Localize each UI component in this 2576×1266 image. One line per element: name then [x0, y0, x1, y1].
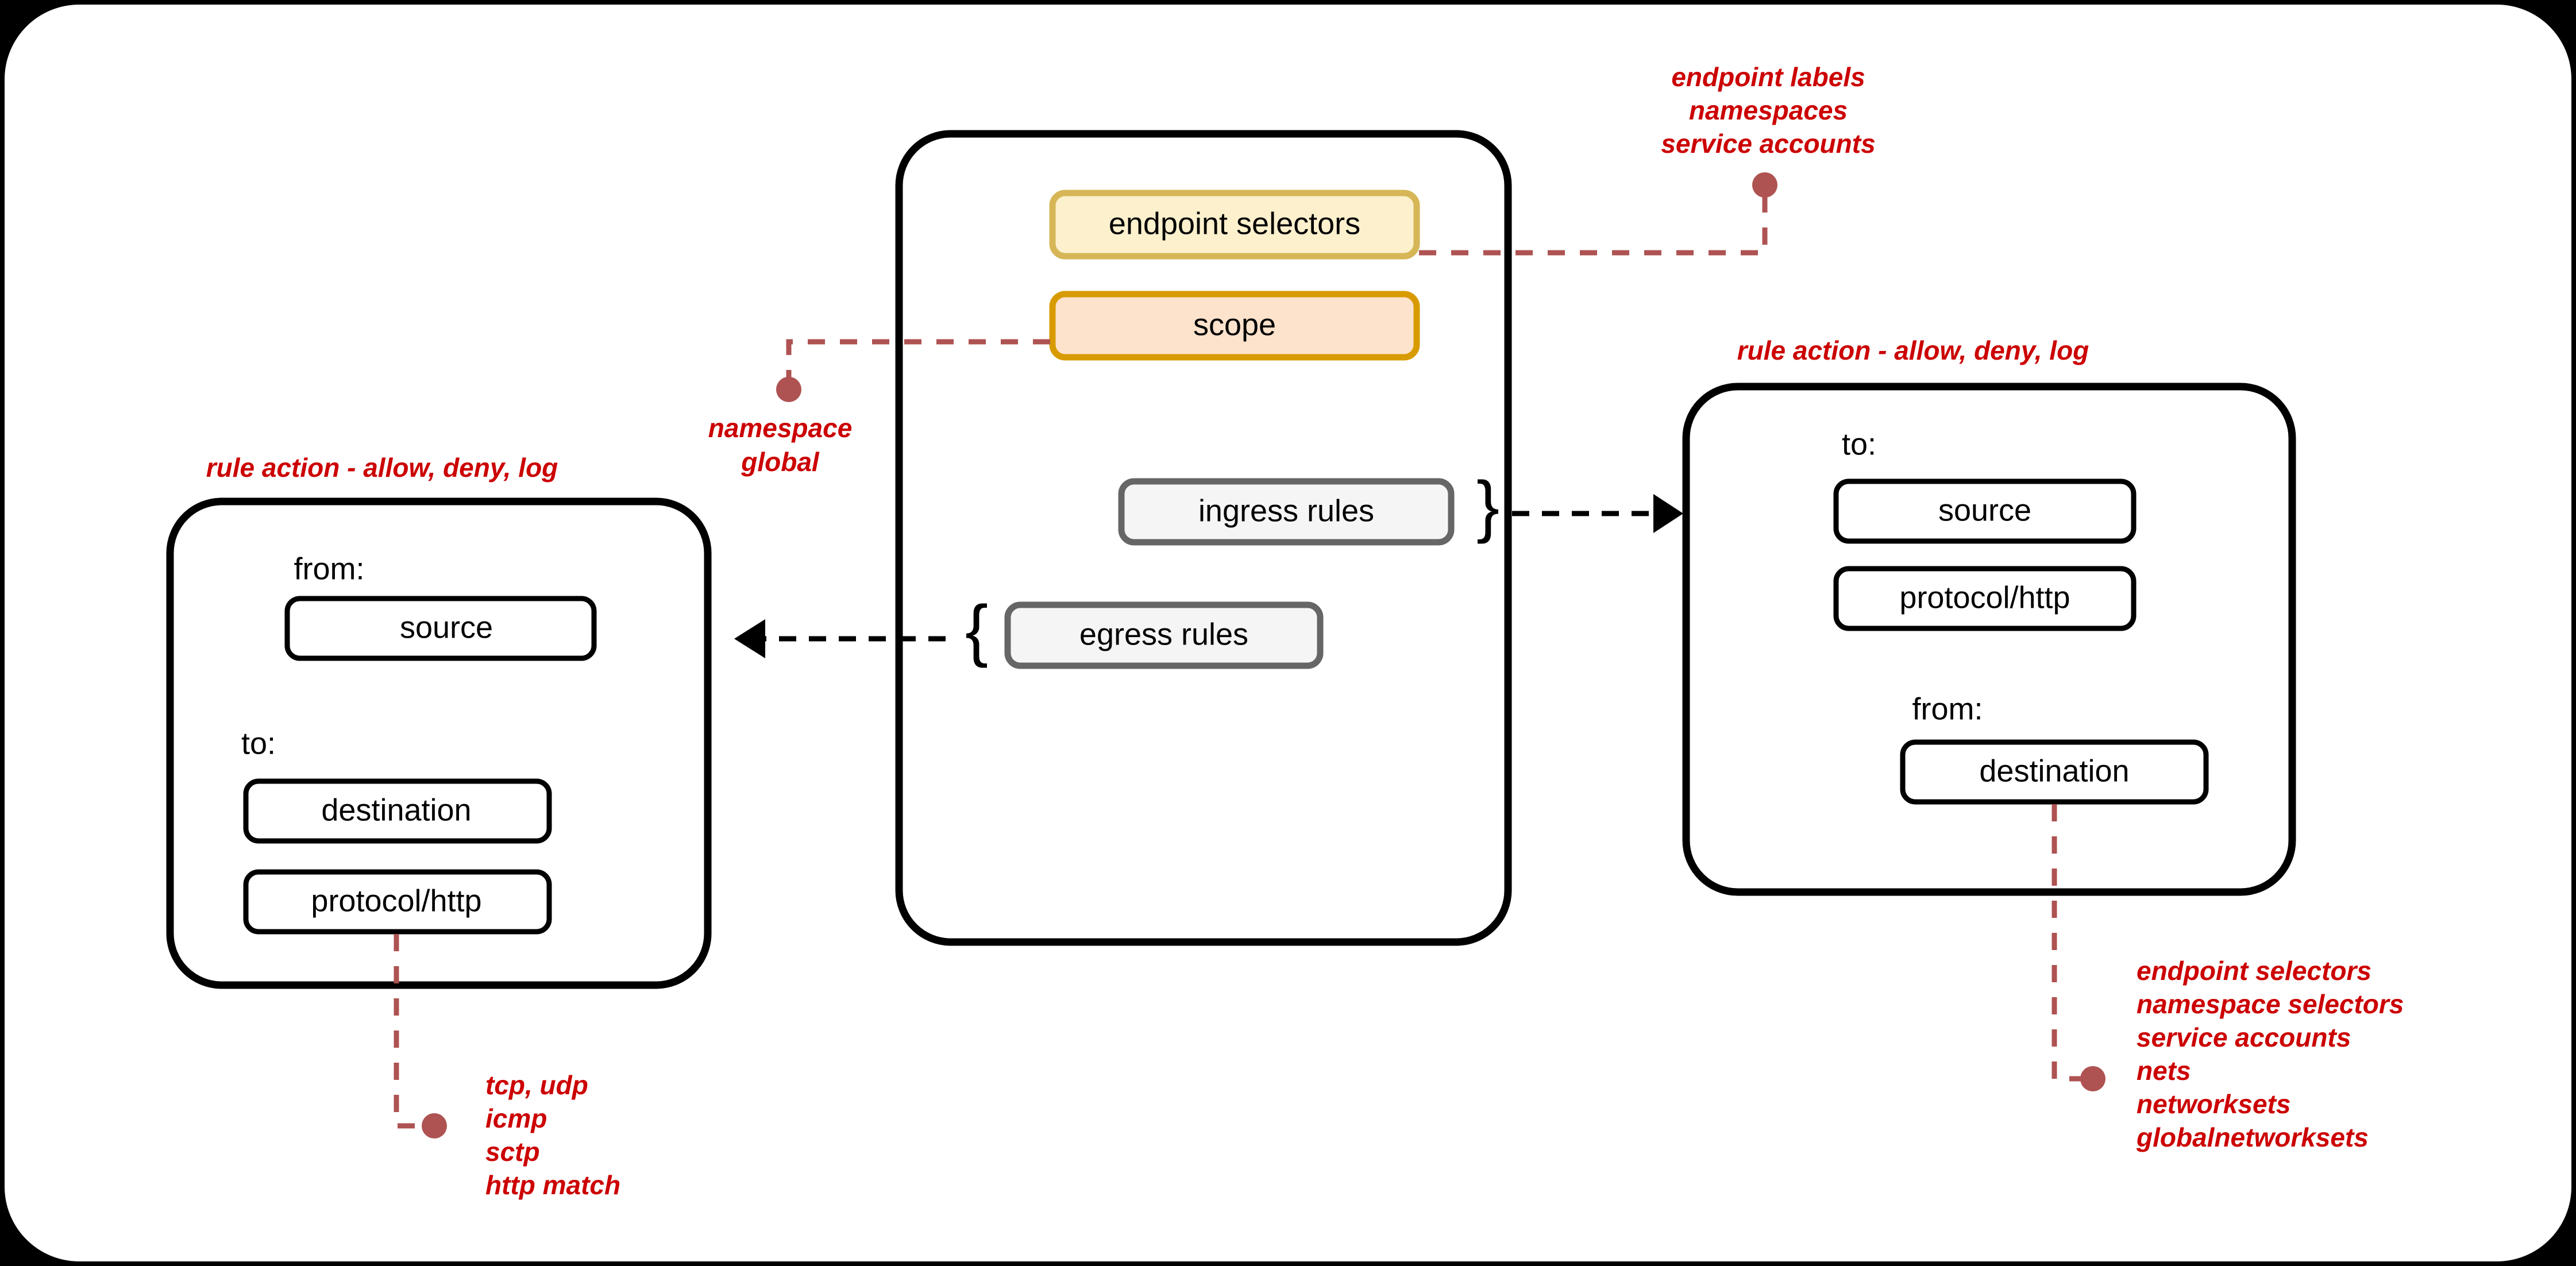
right-destination-rect	[1900, 739, 2209, 805]
left-source-rect	[284, 596, 597, 661]
endpoint-selectors-rect	[1049, 190, 1420, 260]
ingress-rule-panel: rule action - allow, deny, log to: sourc…	[1682, 335, 2296, 896]
scope-label: scope	[1193, 307, 1276, 342]
left-from-heading: from:	[294, 551, 364, 586]
annotation-destination-selectors: endpoint selectors namespace selectors s…	[2051, 804, 2404, 1152]
annotation-line: endpoint selectors	[2137, 956, 2371, 986]
annotation-line: http match	[485, 1170, 620, 1200]
right-destination-label: destination	[1979, 754, 2129, 788]
ingress-rules-box[interactable]: ingress rules	[1118, 478, 1455, 546]
right-protocol-rect	[1833, 566, 2137, 631]
connector-dot-icon	[2080, 1066, 2105, 1091]
annotation-line: namespace selectors	[2137, 989, 2404, 1019]
left-destination-box[interactable]: destination	[243, 778, 552, 844]
annotation-line: nets	[2137, 1056, 2191, 1086]
scope-rect	[1049, 291, 1420, 361]
scope-box[interactable]: scope	[1049, 291, 1420, 361]
left-source-box[interactable]: source	[284, 596, 597, 661]
right-protocol-label: protocol/http	[1899, 580, 2070, 615]
annotation-line: sctp	[485, 1137, 540, 1167]
annotation-line: endpoint labels	[1671, 62, 1865, 92]
annotation-endpoint-selectors: endpoint labels namespaces service accou…	[1419, 62, 1876, 256]
right-from-heading: from:	[1912, 692, 1983, 726]
annotation-line: service accounts	[2137, 1022, 2351, 1052]
annotation-line: globalnetworksets	[2136, 1122, 2369, 1152]
right-protocol-box[interactable]: protocol/http	[1833, 566, 2137, 631]
connector-dot-icon	[1752, 172, 1777, 198]
egress-flow-arrow	[734, 619, 946, 658]
annotation-line: global	[741, 447, 820, 477]
annotation-line: networksets	[2137, 1089, 2290, 1119]
left-panel-title: rule action - allow, deny, log	[206, 453, 558, 483]
egress-rules-box[interactable]: egress rules	[1004, 601, 1324, 669]
left-protocol-box[interactable]: protocol/http	[243, 869, 552, 935]
right-to-heading: to:	[1842, 427, 1876, 461]
right-destination-box[interactable]: destination	[1900, 739, 2209, 805]
ingress-flow-arrow	[1512, 494, 1683, 533]
annotation-line: tcp, udp	[485, 1070, 588, 1100]
right-source-label: source	[1938, 493, 2031, 527]
ingress-brace-icon: }	[1476, 468, 1499, 545]
endpoint-selectors-label: endpoint selectors	[1109, 206, 1360, 241]
egress-rule-panel: rule action - allow, deny, log from: sou…	[166, 453, 712, 989]
left-protocol-label: protocol/http	[311, 883, 481, 918]
policy-container-outline	[895, 130, 1512, 946]
right-panel-title: rule action - allow, deny, log	[1737, 335, 2089, 365]
endpoint-selectors-box[interactable]: endpoint selectors	[1049, 190, 1420, 260]
right-panel-outline	[1682, 383, 2296, 896]
annotation-protocols: tcp, udp icmp sctp http match	[394, 934, 620, 1200]
left-to-heading: to:	[241, 726, 276, 761]
connector-dot-icon	[776, 377, 801, 402]
annotation-scope: namespace global	[708, 339, 1050, 477]
annotation-line: icmp	[485, 1103, 547, 1133]
annotation-line: service accounts	[1661, 129, 1875, 159]
ingress-rules-rect	[1118, 478, 1455, 546]
connector-dot-icon	[422, 1113, 447, 1138]
ingress-rules-label: ingress rules	[1198, 493, 1374, 528]
left-panel-outline	[166, 497, 712, 989]
egress-rules-label: egress rules	[1079, 617, 1248, 651]
left-destination-rect	[243, 778, 552, 844]
right-source-box[interactable]: source	[1833, 478, 2137, 544]
annotation-line: namespace	[708, 413, 853, 443]
annotation-line: namespaces	[1689, 95, 1848, 125]
left-protocol-rect	[243, 869, 552, 935]
left-destination-label: destination	[321, 793, 471, 827]
egress-rules-rect	[1004, 601, 1324, 669]
egress-brace-icon: {	[965, 592, 988, 669]
policy-container: endpoint selectors scope ingress rules }…	[895, 130, 1512, 946]
left-source-label: source	[400, 610, 493, 644]
right-source-rect	[1833, 478, 2137, 544]
